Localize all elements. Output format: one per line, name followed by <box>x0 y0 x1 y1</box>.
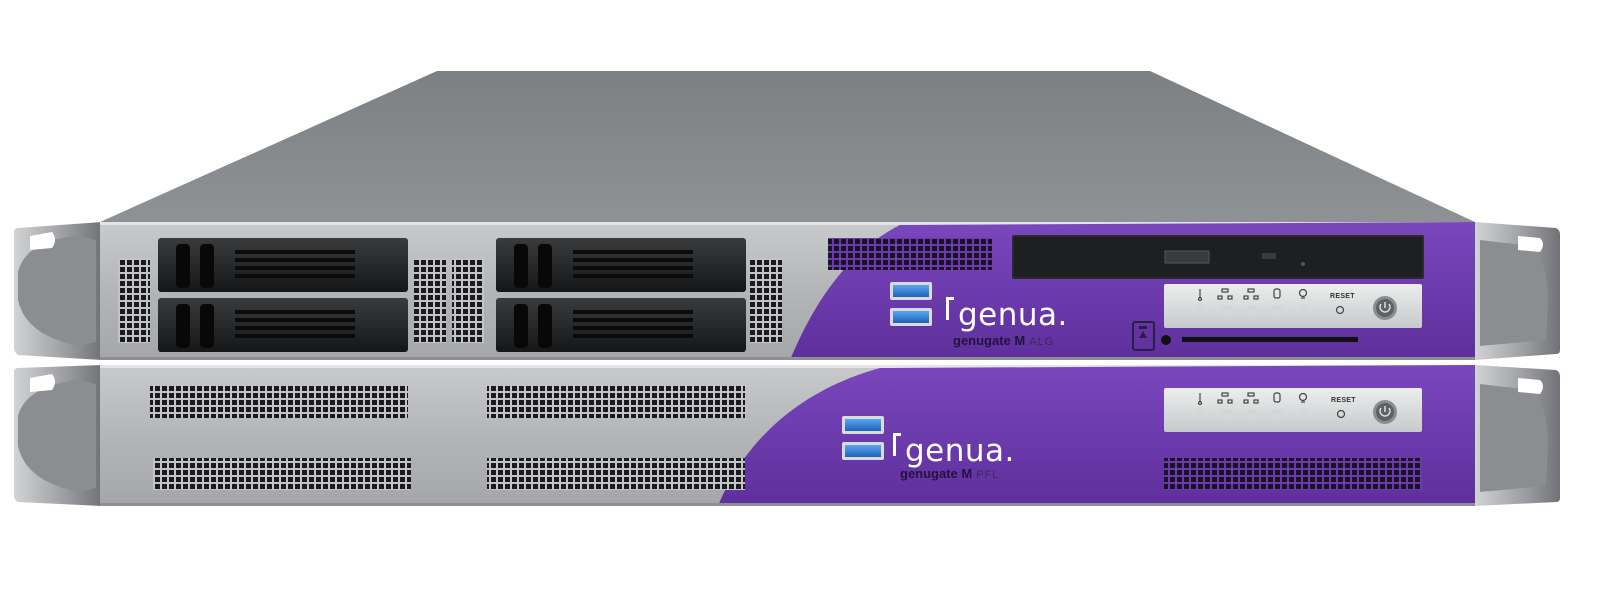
reset-button[interactable] <box>1335 305 1345 315</box>
drive-bay <box>496 298 746 352</box>
reset-label: RESET <box>1331 397 1356 404</box>
drive-bay <box>158 298 408 352</box>
unit-alg <box>14 222 1560 360</box>
genua-logo: genua. <box>893 433 1015 467</box>
reset-label: RESET <box>1330 293 1355 300</box>
drive-bay <box>496 238 746 292</box>
genua-logo: genua. <box>946 297 1068 331</box>
reset-button[interactable] <box>1336 409 1346 419</box>
power-button[interactable] <box>1373 400 1397 424</box>
unit-pfl <box>14 365 1560 506</box>
top-cover <box>100 71 1475 222</box>
power-button[interactable] <box>1373 296 1397 320</box>
optical-drive[interactable] <box>1012 235 1424 279</box>
drive-bay <box>158 238 408 292</box>
